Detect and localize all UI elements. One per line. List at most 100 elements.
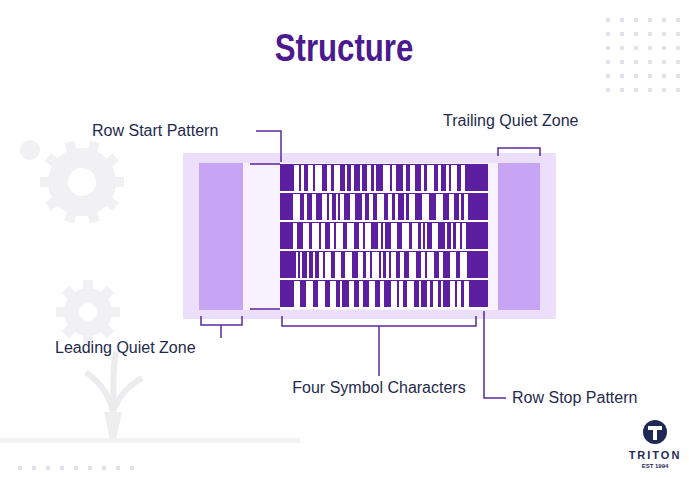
bar-space xyxy=(360,165,362,191)
ground-line xyxy=(0,438,300,443)
barcode-spaces xyxy=(280,165,488,309)
bar-space xyxy=(391,223,397,249)
bar-space xyxy=(445,223,447,249)
bar-space xyxy=(340,194,344,220)
bar-space xyxy=(421,223,423,249)
bar-space xyxy=(359,223,363,249)
bar-space xyxy=(312,223,319,249)
bar-space xyxy=(280,249,488,251)
bar-space xyxy=(419,281,421,307)
bar-space xyxy=(365,223,371,249)
bar-space xyxy=(358,252,363,278)
bar-space xyxy=(383,165,390,191)
gear-tooth xyxy=(62,324,76,338)
bar-space xyxy=(450,281,455,307)
diagram-title: Structure xyxy=(275,26,414,70)
gear-tooth xyxy=(40,177,50,187)
bar-space xyxy=(412,223,418,249)
gear-tooth xyxy=(83,280,93,290)
gear-tooth xyxy=(100,286,114,300)
bar-space xyxy=(456,223,460,249)
bar-space xyxy=(374,165,376,191)
bar-space xyxy=(367,165,371,191)
bar-space xyxy=(377,194,384,220)
gear-tooth xyxy=(87,211,100,224)
bar-space xyxy=(451,223,453,249)
bar-space xyxy=(464,281,469,307)
bar-space xyxy=(336,223,343,249)
bar-space xyxy=(462,223,466,249)
bar-space xyxy=(318,281,325,307)
symbol-frame xyxy=(183,153,556,319)
callout-label: Trailing Quiet Zone xyxy=(443,111,578,131)
bar-space xyxy=(351,165,354,191)
bar-space xyxy=(403,165,406,191)
logo-tagline: EST 1994 xyxy=(642,462,669,470)
bar-space xyxy=(280,278,488,280)
bar-space xyxy=(391,281,397,307)
bar-space xyxy=(369,281,375,307)
gear-tooth xyxy=(100,324,114,338)
plant-leaves xyxy=(86,352,142,412)
bar-space xyxy=(422,194,429,220)
plant-pot xyxy=(104,412,122,440)
gear-decoration xyxy=(20,140,116,336)
bar-space xyxy=(322,194,327,220)
bar-space xyxy=(308,165,313,191)
bar-space xyxy=(392,165,396,191)
bar-space xyxy=(449,194,454,220)
bar-space xyxy=(349,281,354,307)
bar-space xyxy=(425,223,427,249)
bar-space xyxy=(459,194,461,220)
logo-letter xyxy=(648,426,662,440)
bar-space xyxy=(294,281,300,307)
bar-space xyxy=(381,252,383,278)
bar-space xyxy=(409,194,415,220)
bar-space xyxy=(461,165,465,191)
bar-space xyxy=(391,252,396,278)
bar-space xyxy=(345,252,352,278)
bar-space xyxy=(446,165,449,191)
callout-label: Four Symbol Characters xyxy=(292,378,465,398)
bar-space xyxy=(313,252,315,278)
gear-tooth xyxy=(64,141,77,154)
bar-space xyxy=(335,252,341,278)
callout-label: Row Start Pattern xyxy=(92,121,218,141)
leading-quiet-zone xyxy=(199,163,243,310)
bar-space xyxy=(334,165,340,191)
gear-tooth xyxy=(105,197,119,211)
bar-space xyxy=(436,194,443,220)
bar-space xyxy=(293,194,300,220)
bar-space xyxy=(340,281,342,307)
bar-space xyxy=(427,165,434,191)
bar-space xyxy=(329,194,332,220)
gear-tooth xyxy=(64,211,77,224)
bar-space xyxy=(306,281,313,307)
bar-space xyxy=(427,252,434,278)
gear-tooth xyxy=(105,153,119,167)
bar-space xyxy=(410,165,415,191)
bar-space xyxy=(451,165,457,191)
bar-space xyxy=(319,252,323,278)
callout-label: Leading Quiet Zone xyxy=(55,338,196,358)
bar-space xyxy=(325,252,331,278)
bar-space xyxy=(421,165,424,191)
bar-space xyxy=(400,252,404,278)
bar-space xyxy=(402,223,409,249)
bar-space xyxy=(433,281,438,307)
row-edge xyxy=(250,308,280,310)
bar-space xyxy=(464,194,468,220)
bar-space xyxy=(409,252,416,278)
bar-space xyxy=(378,223,381,249)
bar-space xyxy=(399,281,403,307)
gear-teeth xyxy=(40,141,124,344)
bar-space xyxy=(336,194,338,220)
bar-space xyxy=(404,194,406,220)
bar-space xyxy=(380,281,384,307)
symbol-area xyxy=(243,163,498,310)
bar-space xyxy=(388,194,392,220)
bar-space xyxy=(359,281,363,307)
bar-space xyxy=(321,223,325,249)
gear-tooth xyxy=(114,177,124,187)
barcode-bars xyxy=(280,164,488,309)
